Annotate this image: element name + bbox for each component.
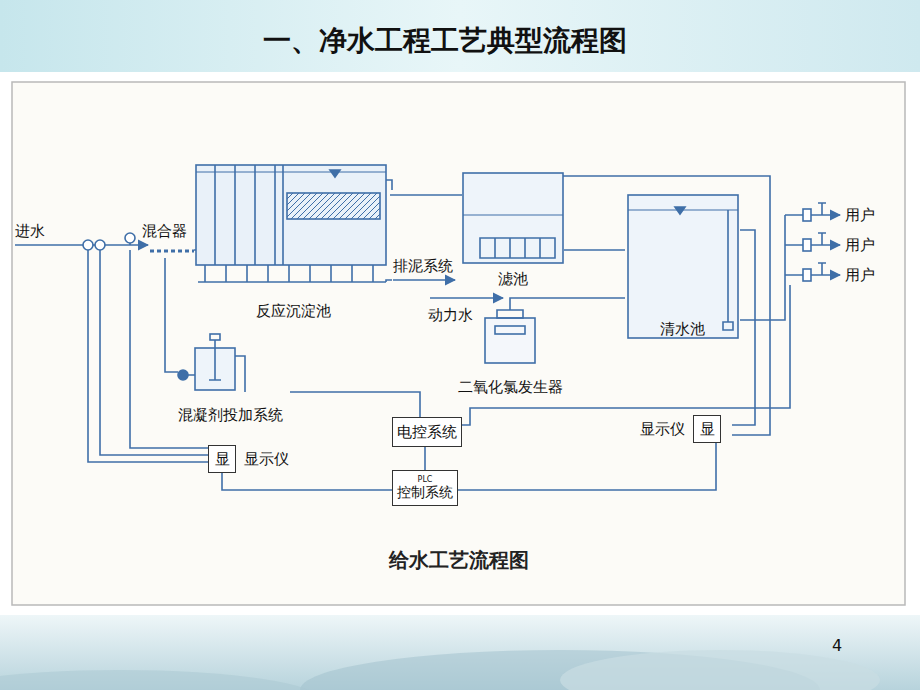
display-box: 显示仪显 — [640, 415, 732, 443]
display-box: 显显示仪 — [208, 445, 300, 473]
flow-label: 用户 — [845, 206, 875, 224]
pipe-connector — [732, 230, 755, 425]
display-symbol: 显 — [693, 415, 721, 443]
pipe-connector — [424, 447, 426, 470]
node-label: 控制系统 — [397, 484, 453, 501]
flow-label: 用户 — [845, 236, 875, 254]
page-number: 4 — [832, 636, 842, 655]
node-label: 反应沉淀池 — [256, 302, 331, 320]
mixer: 混合器 — [142, 222, 194, 258]
clear-water-tank: 清水池 — [625, 190, 740, 340]
flow-label: 排泥系统 — [393, 257, 453, 275]
pipe-connector — [390, 194, 462, 196]
control-box: 电控系统 — [392, 417, 462, 447]
node-label: 电控系统 — [397, 423, 457, 441]
node-label: 混凝剂投加系统 — [178, 406, 283, 424]
flow-label: 进水 — [15, 222, 45, 240]
node-label: 清水池 — [660, 320, 705, 338]
dosing-system: 混凝剂投加系统 — [170, 338, 290, 426]
node-label: 混合器 — [142, 222, 187, 240]
node-label: PLC — [418, 475, 433, 485]
node-label: 滤池 — [498, 270, 528, 288]
pipe-connector — [510, 298, 625, 310]
plc-box: PLC控制系统 — [392, 470, 458, 506]
reaction-tank: 反应沉淀池 — [196, 160, 390, 322]
pipe-connector — [564, 249, 625, 251]
pipe-connector — [194, 249, 196, 251]
flow-label: 动力水 — [428, 306, 473, 324]
node-label: 显示仪 — [640, 420, 685, 438]
pipe-connector — [222, 473, 392, 490]
diagram-caption: 给水工艺流程图 — [12, 548, 905, 572]
node-label: 显示仪 — [244, 450, 289, 468]
node-label: 二氧化氯发生器 — [458, 378, 563, 396]
pipe-connector — [458, 443, 716, 490]
filter-tank: 滤池 — [462, 172, 564, 290]
flow-label: 用户 — [845, 266, 875, 284]
pipe-connector — [290, 392, 420, 417]
slide-title: 一、净水工程工艺典型流程图 — [0, 24, 890, 58]
pipe-connector — [165, 258, 170, 372]
display-symbol: 显 — [208, 445, 236, 473]
